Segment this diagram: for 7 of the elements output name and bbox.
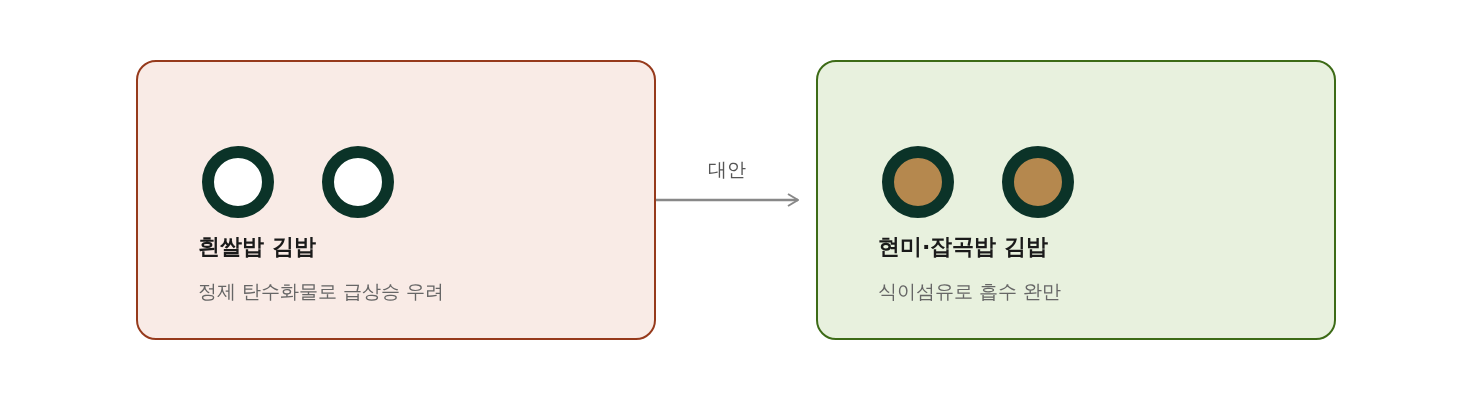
process-box: [816, 60, 1336, 340]
node-title: 현미·잡곡밥 김밥: [878, 233, 1049, 261]
node-description: 정제 탄수화물로 급상승 우려: [198, 279, 445, 304]
arrow: [656, 193, 799, 207]
node-description: 식이섬유로 흡수 완만: [878, 279, 1062, 304]
node-title: 흰쌀밥 김밥: [198, 233, 316, 261]
process-box: [136, 60, 656, 340]
